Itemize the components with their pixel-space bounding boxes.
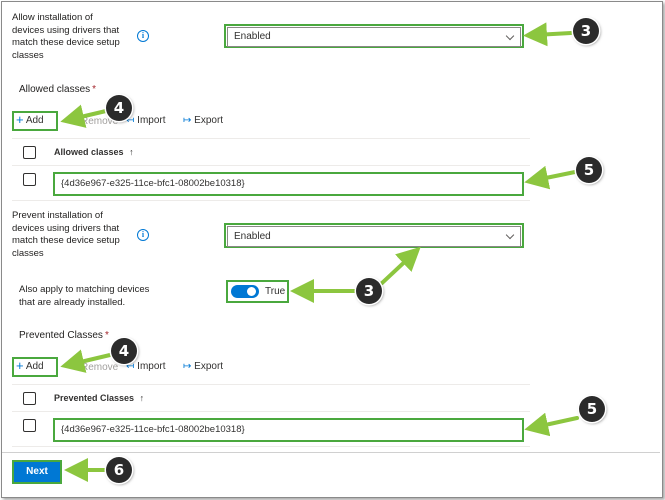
row-checkbox[interactable] xyxy=(23,173,36,186)
add-button[interactable]: + Add xyxy=(16,112,44,127)
remove-button[interactable]: Remove xyxy=(81,116,119,127)
callout-arrow-4b xyxy=(60,349,112,373)
prevented-classes-title: Prevented Classes* xyxy=(19,330,109,341)
export-icon: ↦ xyxy=(183,115,192,126)
remove-button[interactable]: Remove xyxy=(81,362,119,373)
callout-badge-6: 6 xyxy=(106,457,132,483)
import-button[interactable]: ↤ Import xyxy=(126,115,166,126)
callout-badge-3: 3 xyxy=(356,278,382,304)
allow-installation-label: Allow installation of devices using driv… xyxy=(12,12,120,61)
callout-arrow-5 xyxy=(524,165,577,190)
toggle-state-label: True xyxy=(265,286,286,297)
allowed-row-highlight: {4d36e967-e325-11ce-bfc1-08002be10318} xyxy=(53,172,524,196)
row-checkbox[interactable] xyxy=(23,419,36,432)
prevent-installation-dropdown[interactable]: Enabled xyxy=(227,226,521,247)
divider xyxy=(12,200,530,201)
also-apply-label: Also apply to matching devices that are … xyxy=(19,284,150,308)
callout-badge-3: 3 xyxy=(573,18,599,44)
toggle-highlight xyxy=(226,280,289,303)
allow-installation-dropdown[interactable]: Enabled xyxy=(227,27,521,47)
info-icon[interactable]: i xyxy=(137,229,149,241)
allowed-class-input[interactable]: {4d36e967-e325-11ce-bfc1-08002be10318} xyxy=(57,176,520,192)
prevent-installation-label: Prevent installation of devices using dr… xyxy=(12,210,120,259)
allowed-classes-column-header[interactable]: Allowed classes ↑ xyxy=(54,147,134,157)
divider xyxy=(12,384,530,385)
toggle-knob xyxy=(247,287,256,296)
callout-arrow-3 xyxy=(523,22,573,47)
select-all-checkbox[interactable] xyxy=(23,146,36,159)
divider xyxy=(12,138,530,139)
info-icon[interactable]: i xyxy=(137,30,149,42)
callout-badge-4: 4 xyxy=(106,95,132,121)
prevented-row-highlight: {4d36e967-e325-11ce-bfc1-08002be10318} xyxy=(53,418,524,442)
prevent-dropdown-highlight: Enabled xyxy=(224,223,524,248)
dropdown-value: Enabled xyxy=(234,31,271,42)
callout-badge-5: 5 xyxy=(579,396,605,422)
plus-icon: + xyxy=(16,358,24,373)
allowed-classes-title: Allowed classes* xyxy=(19,84,97,95)
add-button-highlight xyxy=(12,111,58,131)
add-button-highlight xyxy=(12,357,58,377)
prevented-classes-column-header[interactable]: Prevented Classes ↑ xyxy=(54,393,145,403)
export-icon: ↦ xyxy=(183,361,192,372)
export-button[interactable]: ↦ Export xyxy=(183,361,224,372)
next-button[interactable]: Next xyxy=(12,460,62,484)
apply-existing-toggle[interactable] xyxy=(231,285,259,298)
select-all-checkbox[interactable] xyxy=(23,392,36,405)
allow-dropdown-highlight: Enabled xyxy=(224,24,524,48)
callout-arrow-5b xyxy=(524,412,579,437)
export-button[interactable]: ↦ Export xyxy=(183,115,224,126)
import-icon: ↤ xyxy=(126,361,135,372)
divider xyxy=(12,446,530,447)
plus-icon: + xyxy=(16,112,24,127)
dropdown-value: Enabled xyxy=(234,231,271,242)
callout-badge-4: 4 xyxy=(111,338,137,364)
callout-badge-5: 5 xyxy=(576,157,602,183)
add-button[interactable]: + Add xyxy=(16,358,44,373)
divider xyxy=(12,165,530,166)
divider xyxy=(12,411,530,412)
sort-arrow-icon: ↑ xyxy=(139,393,145,403)
import-icon: ↤ xyxy=(126,115,135,126)
import-button[interactable]: ↤ Import xyxy=(126,361,166,372)
sort-arrow-icon: ↑ xyxy=(129,147,134,157)
callout-arrow-3c xyxy=(380,246,421,285)
footer-divider xyxy=(2,452,660,453)
callout-arrow-4 xyxy=(60,104,108,128)
prevented-class-input[interactable]: {4d36e967-e325-11ce-bfc1-08002be10318} xyxy=(57,422,520,438)
